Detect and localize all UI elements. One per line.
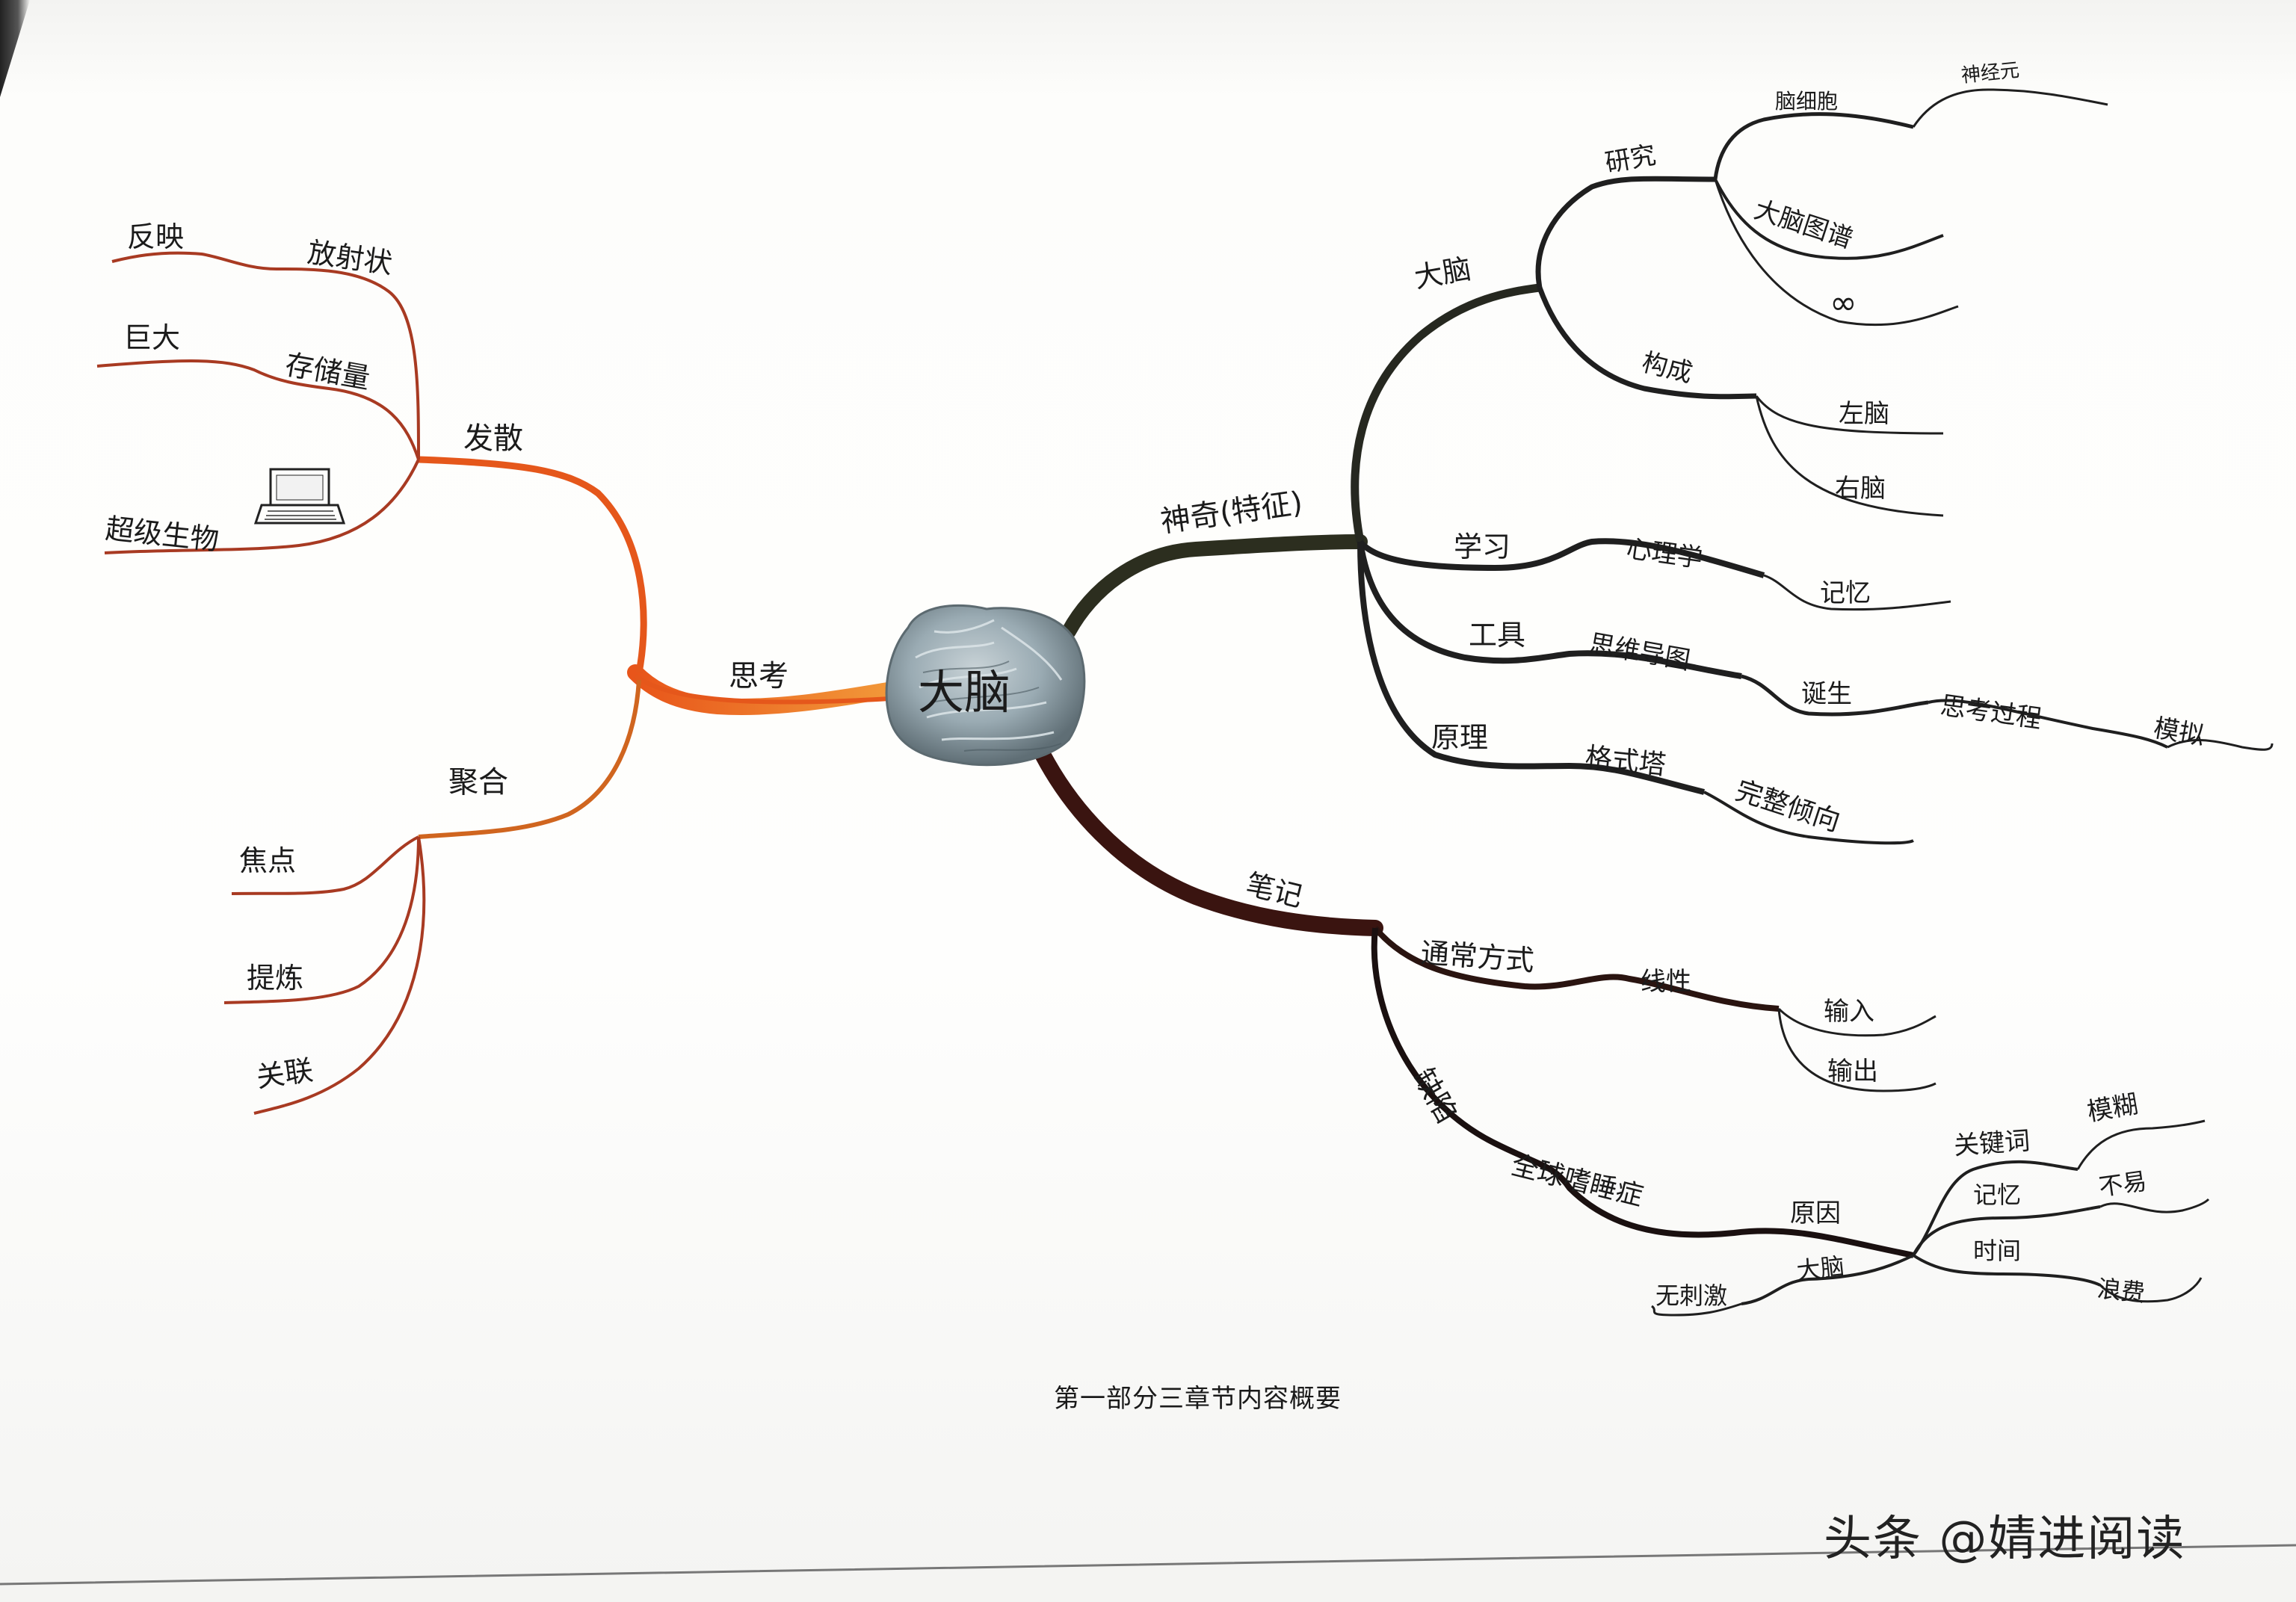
thinking-label: 思考 [729,659,789,693]
defect-brain: 大脑 [1795,1252,1846,1284]
research-cells: 脑细胞 [1775,89,1838,114]
research-to-cells [1713,112,1914,180]
defect-disease: 全球嗜睡症 [1508,1150,1647,1212]
branch-divergent: 发散 放射状 反映 存储量 巨大 超级生物 [96,220,523,557]
research-to-infinity [1714,179,1959,327]
principle-completion: 完整倾向 [1732,776,1844,838]
figure-caption: 第一部分三章节内容概要 [1054,1384,1342,1414]
brain-to-nostimulus [1650,1302,1742,1317]
defect-line [1371,927,1914,1258]
structure-label: 构成 [1639,347,1696,389]
structure-to-left [1755,395,1944,435]
research-infinity: ∞ [1830,284,1857,322]
divergent-label: 发散 [463,421,523,456]
defect-keywords: 关键词 [1953,1126,2031,1161]
branch-thinking: 思考 [418,456,905,839]
divergent-item-super-creature: 超级生物 [104,512,220,557]
central-label: 大脑 [918,665,1010,720]
magic-brain-label: 大脑 [1412,252,1474,294]
cause-to-time [1912,1254,2101,1287]
convergent-line-2 [223,836,420,1004]
convergent-item-focus: 焦点 [239,844,296,877]
branch-notes: 笔记 通常方式 线性 输入 输出 缺陷 全球嗜睡症 原因 关键词 模糊 记忆 不… [1031,739,2210,1317]
convergent-line-3 [253,836,426,1115]
learning-memory: 记忆 [1820,578,1871,608]
cause-to-memory [1912,1205,2101,1256]
mindmap-to-birth [1741,674,1929,717]
research-atlas: 大脑图谱 [1750,195,1857,255]
paper-edge-line [0,1544,2296,1586]
research-line [1535,176,1716,288]
learning-label: 学习 [1454,531,1510,563]
convergent-item-relate: 关联 [254,1054,315,1094]
research-to-atlas [1714,179,1944,260]
branch-magic: 神奇(特征) 大脑 研究 脑细胞 神经元 大脑图谱 ∞ 构成 左脑 右脑 学 [1061,59,2274,845]
process-to-simulate [2167,739,2274,751]
usual-output: 输出 [1827,1057,1878,1086]
birth-to-process [1928,699,2168,749]
convergent-line-1 [231,835,419,895]
divergent-line-3 [104,459,420,554]
structure-right-brain: 右脑 [1835,474,1886,504]
tools-birth: 诞生 [1801,679,1852,709]
defect-vague: 模糊 [2085,1089,2141,1128]
tools-simulate: 模拟 [2151,713,2206,751]
keyword-to-vague [2076,1119,2206,1170]
divergent-item-reflect: 反映 [127,220,184,253]
cause-to-keyword [1912,1160,2079,1257]
psychology-to-memory [1763,574,1951,611]
watermark: 头条 @婧进阅读 [1824,1512,2186,1567]
cause-to-brain [1741,1254,1914,1305]
structure-to-right [1755,395,1944,517]
tools-mindmap: 思维导图 [1587,628,1692,675]
laptop-icon [253,468,346,525]
usual-line [1372,926,1780,1012]
research-label: 研究 [1603,140,1658,179]
research-neuron: 神经元 [1960,59,2021,87]
defect-memory: 记忆 [1973,1181,2021,1209]
usual-input: 输入 [1824,997,1874,1027]
thinking-underline [634,674,890,705]
divergent-line-1 [111,251,420,460]
time-to-waste [2099,1277,2203,1303]
learning-line [1357,538,1765,578]
usual-label: 通常方式 [1419,936,1535,977]
magic-main-line [1061,534,1368,639]
divergent-item-huge: 巨大 [123,321,180,354]
thinking-to-divergent [418,456,647,673]
divergent-item-storage: 存储量 [283,348,372,395]
gestalt-to-completion [1703,791,1914,845]
divergent-item-radial: 放射状 [306,235,395,279]
convergent-label: 聚合 [448,765,508,800]
magic-to-brain [1351,283,1540,543]
defect-waste: 浪费 [2096,1274,2147,1307]
convergent-item-refine: 提炼 [247,962,303,995]
defect-time: 时间 [1973,1237,2021,1265]
learning-psychology: 心理学 [1625,534,1705,574]
tools-thinking-process: 思考过程 [1939,690,2043,734]
magic-label: 神奇(特征) [1158,486,1305,539]
thinking-to-convergent [418,679,641,839]
linear-to-input [1777,1007,1937,1037]
defect-not-easy: 不易 [2097,1166,2149,1202]
notes-main-line [1031,739,1383,936]
tools-label: 工具 [1469,619,1525,652]
branch-convergent: 聚合 焦点 提炼 关联 [223,765,508,1115]
structure-line [1537,286,1757,400]
divergent-line-2 [96,359,420,460]
structure-left-brain: 左脑 [1839,399,1889,429]
principle-line [1357,541,1705,795]
principle-label: 原理 [1431,721,1488,754]
tools-line [1357,541,1742,679]
principle-gestalt: 格式塔 [1584,742,1667,781]
linear-to-output [1777,1008,1937,1092]
usual-linear: 线性 [1641,967,1691,997]
cells-to-neuron [1912,88,2108,128]
memory-to-noteasy [2099,1198,2210,1213]
defect-no-stimulus: 无刺激 [1655,1281,1727,1310]
central-brain-image: 大脑 [885,604,1086,767]
defect-cause: 原因 [1790,1199,1841,1228]
